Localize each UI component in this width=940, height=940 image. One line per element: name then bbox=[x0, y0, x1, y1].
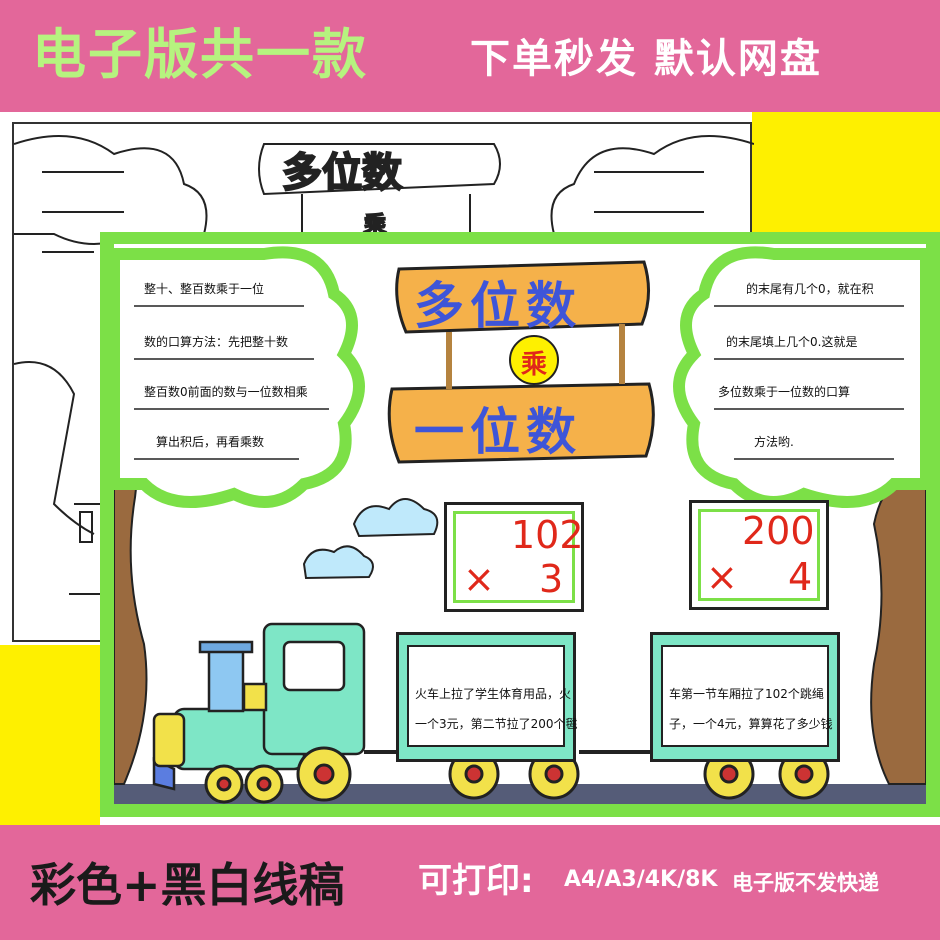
car-2-line-1: 车第一节车厢拉了102个跳绳 bbox=[669, 687, 824, 701]
car-1-line-2: 一个3元，第二节拉了200个毽 bbox=[415, 717, 578, 731]
sketch-title: 多位数 bbox=[282, 150, 402, 196]
cheng-circle bbox=[509, 335, 559, 385]
math-left-bottom: 3 bbox=[539, 557, 564, 601]
train-car-2-paper: 车第一节车厢拉了102个跳绳 子，一个4元，算算花了多少钱 bbox=[661, 645, 833, 747]
wheels bbox=[204, 746, 830, 804]
car-1-line-1: 火车上拉了学生体育用品，火 bbox=[415, 687, 572, 701]
left-text-bubble bbox=[114, 246, 365, 508]
print-sizes: A4/A3/4K/8K bbox=[564, 867, 718, 892]
small-cloud-2 bbox=[302, 545, 374, 580]
delivery-note: 电子版不发快递 bbox=[732, 871, 879, 895]
bottom-banner-left-text: 彩色+黑白线稿 bbox=[30, 858, 345, 912]
train-engine bbox=[152, 622, 366, 791]
train-car-2: 车第一节车厢拉了102个跳绳 子，一个4元，算算花了多少钱 bbox=[650, 632, 840, 762]
right-text-bubble bbox=[673, 246, 926, 508]
title-board-top bbox=[395, 260, 651, 334]
right-tree-trunk bbox=[870, 462, 926, 785]
right-bubble-line-2: 的末尾填上几个0.这就是 bbox=[726, 335, 858, 349]
left-bubble-line-4: 算出积后，再看乘数 bbox=[156, 435, 265, 449]
math-problem-left: 102 × 3 bbox=[444, 502, 584, 612]
left-bubble-line-3: 整百数0前面的数与一位数相乘 bbox=[144, 385, 308, 399]
poster-cheng: 乘 bbox=[521, 350, 548, 380]
right-bubble-line-4: 方法哟. bbox=[754, 435, 794, 449]
poster-title-line-2: 一位数 bbox=[414, 403, 582, 461]
math-right-op: × bbox=[706, 555, 738, 599]
top-banner: 电子版共一款 下单秒发 默认网盘 bbox=[0, 0, 940, 112]
car-2-line-2: 子，一个4元，算算花了多少钱 bbox=[669, 717, 833, 731]
bottom-banner: 彩色+黑白线稿 可打印: A4/A3/4K/8K 电子版不发快递 bbox=[0, 825, 940, 940]
math-right-bottom: 4 bbox=[788, 555, 813, 599]
yellow-accent-right bbox=[752, 112, 940, 234]
title-board-bottom bbox=[387, 382, 655, 464]
left-bubble-line-1: 整十、整百数乘于一位 bbox=[144, 282, 265, 296]
math-left-op: × bbox=[463, 557, 495, 601]
left-bubble-line-2: 数的口算方法：先把整十数 bbox=[144, 335, 289, 349]
right-bubble-line-3: 多位数乘于一位数的口算 bbox=[718, 385, 851, 399]
train-car-1: 火车上拉了学生体育用品，火 一个3元，第二节拉了200个毽 bbox=[396, 632, 578, 762]
right-bubble-line-1: 的末尾有几个0，就在积 bbox=[746, 282, 874, 296]
poster-artwork bbox=[114, 246, 926, 804]
color-poster: 整十、整百数乘于一位 数的口算方法：先把整十数 整百数0前面的数与一位数相乘 算… bbox=[100, 232, 940, 817]
poster-canvas: 整十、整百数乘于一位 数的口算方法：先把整十数 整百数0前面的数与一位数相乘 算… bbox=[114, 244, 926, 804]
yellow-accent-left bbox=[0, 645, 100, 825]
math-problem-right: 200 × 4 bbox=[689, 500, 829, 610]
top-banner-right-text: 下单秒发 默认网盘 bbox=[470, 36, 822, 82]
math-right-top: 200 bbox=[742, 509, 815, 553]
math-left-top: 102 bbox=[511, 513, 584, 557]
top-banner-left-text: 电子版共一款 bbox=[32, 23, 368, 86]
poster-title-line-1: 多位数 bbox=[414, 277, 582, 335]
print-label: 可打印: bbox=[418, 861, 534, 901]
small-cloud-1 bbox=[352, 498, 439, 538]
train-car-1-paper: 火车上拉了学生体育用品，火 一个3元，第二节拉了200个毽 bbox=[407, 645, 578, 747]
